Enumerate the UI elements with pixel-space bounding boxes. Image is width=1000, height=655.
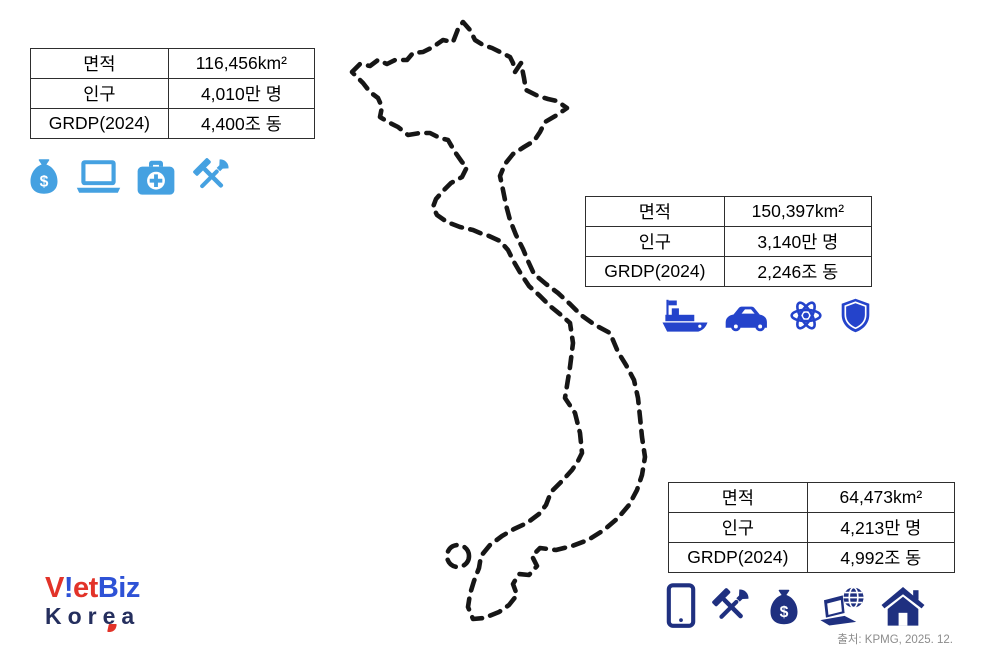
phu-quoc-island xyxy=(444,542,472,570)
stat-label: 인구 xyxy=(668,512,808,543)
atom-icon xyxy=(786,297,826,334)
logo-part-et: et xyxy=(73,572,98,604)
table-row: GRDP(2024) 4,992조 동 xyxy=(668,542,956,573)
logo-part-v: V xyxy=(45,572,64,604)
stat-label: 면적 xyxy=(30,48,169,79)
north-icon-row: $ xyxy=(26,156,233,197)
shield-icon xyxy=(839,297,872,334)
table-row: GRDP(2024) 2,246조 동 xyxy=(585,256,873,287)
table-row: GRDP(2024) 4,400조 동 xyxy=(30,108,316,139)
table-row: 인구 3,140만 명 xyxy=(585,226,873,257)
money-bag-icon: $ xyxy=(26,156,62,197)
tools-icon xyxy=(190,156,233,197)
south-icon-row: $ xyxy=(666,583,926,628)
tools-icon xyxy=(709,586,753,628)
logo-part-exclamation: ! xyxy=(63,572,74,604)
stat-label: GRDP(2024) xyxy=(585,256,725,287)
stat-label: GRDP(2024) xyxy=(668,542,808,573)
stat-value: 4,992조 동 xyxy=(806,542,956,573)
first-aid-kit-icon xyxy=(135,158,177,197)
stat-value: 2,246조 동 xyxy=(723,256,873,287)
logo-part-biz: Biz xyxy=(97,572,141,604)
stat-label: 면적 xyxy=(668,482,808,513)
cargo-ship-icon xyxy=(660,297,710,334)
vietnam-outline xyxy=(349,19,648,622)
money-bag-icon: $ xyxy=(766,586,802,628)
stat-value: 64,473km² xyxy=(806,482,956,513)
table-row: 인구 4,010만 명 xyxy=(30,78,316,109)
stat-label: GRDP(2024) xyxy=(30,108,169,139)
source-note: 출처: KPMG, 2025. 12. xyxy=(837,634,953,646)
vietbiz-korea-logo: V!etBiz Korea xyxy=(45,574,185,632)
table-row: 면적 116,456km² xyxy=(30,48,316,79)
stat-value: 4,213만 명 xyxy=(806,512,956,543)
svg-text:$: $ xyxy=(40,173,49,190)
logo-line2: Korea xyxy=(45,603,185,632)
north-stats-table: 면적 116,456km² 인구 4,010만 명 GRDP(2024) 4,4… xyxy=(30,48,316,139)
house-icon xyxy=(880,585,926,628)
car-icon xyxy=(723,300,773,334)
stat-value: 3,140만 명 xyxy=(723,226,873,257)
stat-value: 4,010만 명 xyxy=(167,78,316,109)
stat-label: 면적 xyxy=(585,196,725,227)
stat-value: 4,400조 동 xyxy=(167,108,316,139)
table-row: 면적 64,473km² xyxy=(668,482,956,513)
stat-label: 인구 xyxy=(30,78,169,109)
laptop-globe-icon xyxy=(815,585,867,628)
stat-label: 인구 xyxy=(585,226,725,257)
table-row: 인구 4,213만 명 xyxy=(668,512,956,543)
stat-value: 116,456km² xyxy=(167,48,316,79)
table-row: 면적 150,397km² xyxy=(585,196,873,227)
smartphone-icon xyxy=(666,583,696,628)
central-icon-row xyxy=(660,297,872,334)
stat-value: 150,397km² xyxy=(723,196,873,227)
laptop-icon xyxy=(75,156,122,197)
svg-text:$: $ xyxy=(780,604,789,621)
south-stats-table: 면적 64,473km² 인구 4,213만 명 GRDP(2024) 4,99… xyxy=(668,482,956,573)
logo-line1: V!etBiz xyxy=(45,574,185,603)
logo-korea-text: Korea xyxy=(45,603,141,629)
central-stats-table: 면적 150,397km² 인구 3,140만 명 GRDP(2024) 2,2… xyxy=(585,196,873,287)
